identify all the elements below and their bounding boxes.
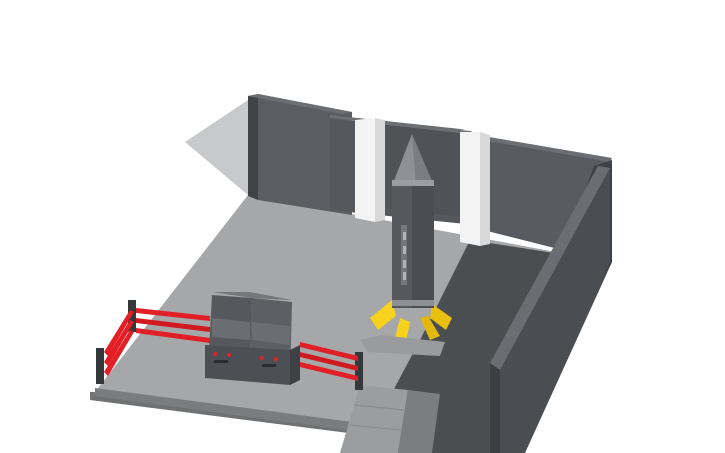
entrance-steps[interactable] <box>340 385 440 453</box>
control-console[interactable] <box>205 292 300 385</box>
rocket[interactable] <box>360 134 452 356</box>
safety-railing[interactable] <box>96 300 363 390</box>
white-pillar-right[interactable] <box>460 128 490 246</box>
side-wall[interactable] <box>490 160 612 453</box>
white-pillar-left[interactable] <box>355 114 385 222</box>
